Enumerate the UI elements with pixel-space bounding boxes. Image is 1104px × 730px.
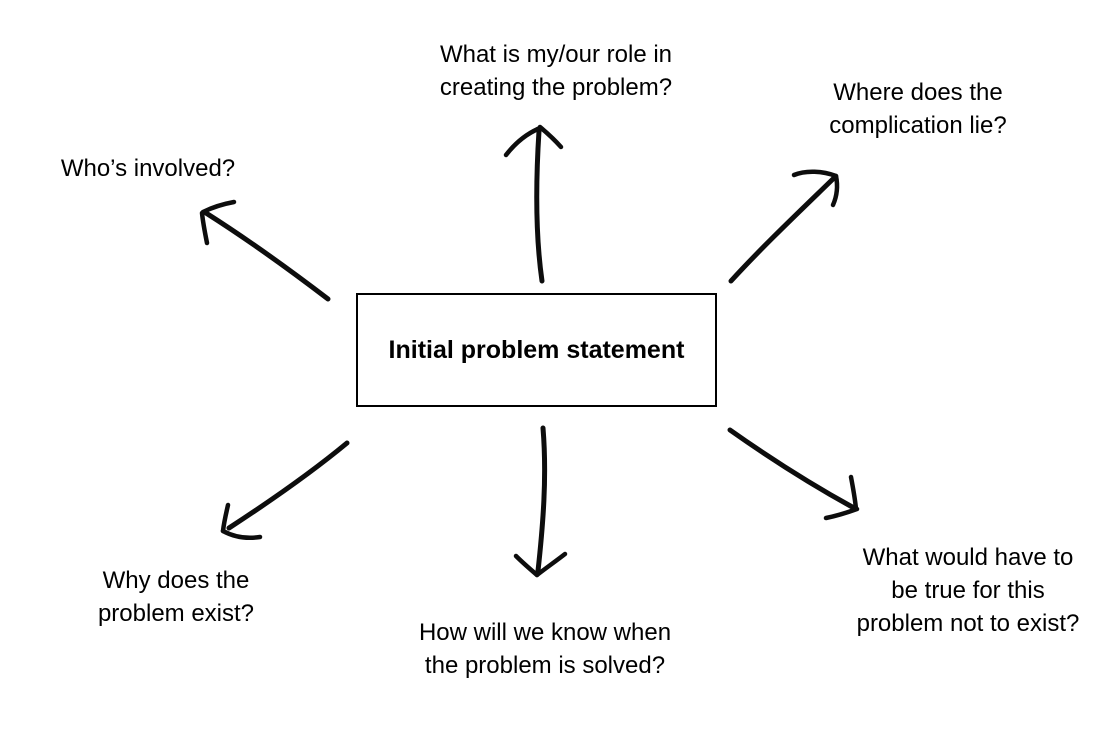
arrow-up-left-head-top [200, 199, 237, 215]
arrow-down-right-head-left [823, 506, 860, 521]
question-line: What is my/our role in [439, 41, 673, 68]
arrow-up-icon [503, 124, 564, 284]
arrow-up-left-shaft [203, 210, 331, 302]
arrow-up-left-head-bottom [199, 210, 210, 246]
arrow-down-shaft [535, 425, 548, 574]
arrow-down-left-shaft [226, 440, 350, 531]
question-line: complication lie? [829, 112, 1007, 139]
question-line: the problem is solved? [424, 652, 666, 679]
question-true-not-exist: What would have to be true for this prob… [808, 541, 1104, 640]
arrow-down-right-icon [727, 427, 860, 521]
question-line: Why does the [102, 567, 250, 594]
question-line: problem not to exist? [856, 610, 1080, 637]
question-line: What would have to [862, 544, 1074, 571]
question-line: problem exist? [97, 600, 255, 627]
arrow-down-left-icon [220, 440, 350, 540]
question-line: Where does the [833, 79, 1003, 106]
arrow-down-left-head-right [220, 528, 263, 540]
arrow-up-right-head-top [791, 169, 839, 179]
arrow-up-right-icon [728, 169, 840, 284]
arrow-up-head-left [503, 125, 543, 158]
question-line: Who’s involved? [60, 155, 236, 182]
arrow-up-shaft [534, 128, 545, 284]
question-how-know-solved: How will we know when the problem is sol… [385, 616, 705, 682]
arrow-down-right-shaft [727, 427, 857, 511]
arrow-down-head-left [513, 553, 540, 578]
question-line: How will we know when [418, 619, 672, 646]
arrow-down-icon [513, 425, 568, 578]
question-line: be true for this [891, 577, 1045, 604]
question-why-exist: Why does the problem exist? [66, 564, 286, 630]
initial-problem-statement-box: Initial problem statement [356, 293, 717, 407]
arrow-up-right-shaft [728, 175, 837, 284]
question-whos-involved: Who’s involved? [40, 152, 256, 185]
arrow-down-right-head-top [848, 474, 859, 512]
question-complication: Where does the complication lie? [768, 76, 1068, 142]
question-role-in-problem: What is my/our role in creating the prob… [396, 38, 716, 104]
arrow-up-head-right [537, 124, 564, 150]
arrow-down-head-right [534, 551, 568, 578]
question-line: creating the problem? [439, 74, 673, 101]
arrow-up-right-head-bottom [830, 173, 840, 208]
arrow-up-left-icon [199, 199, 331, 302]
center-box-label: Initial problem statement [388, 335, 685, 364]
